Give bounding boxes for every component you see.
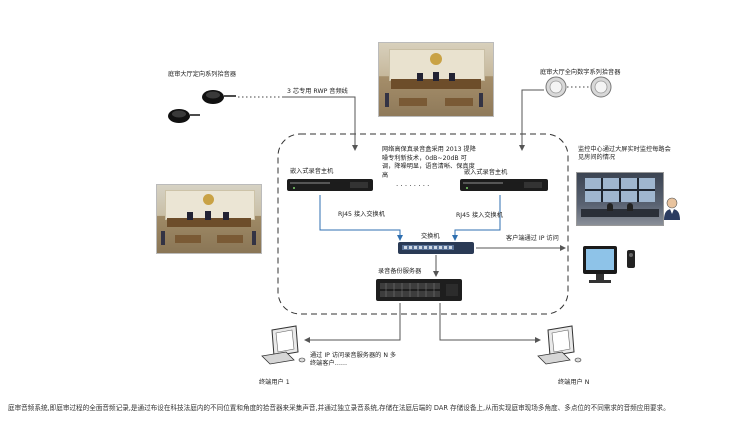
rack-recorder-icon [460, 179, 548, 191]
rj45-left-label: RJ45 接入交换机 [338, 211, 385, 218]
terminal-1-label: 终端用户 1 [259, 379, 290, 386]
switch-label: 交换机 [421, 233, 440, 240]
ellipsis-label: · · · · · · · · [396, 182, 430, 190]
directional-mics-label: 庭审大厅定向系列拾音器 [168, 71, 237, 78]
ceiling-mic-icon [168, 109, 200, 123]
desktop-computer-icon [537, 325, 582, 365]
client-access-label: 客户端通过 IP 访问 [506, 235, 559, 242]
backup-server-label: 录音备份服务器 [378, 268, 422, 275]
diagram-caption: 庭审音频系统,即庭审过程的全面音频记录,是通过布设在科技法庭内的不同位置和角度的… [8, 404, 670, 412]
rack-server-icon [376, 279, 462, 301]
courtroom-photo-top [378, 42, 494, 117]
round-mic-icon [590, 76, 612, 98]
network-switch-icon [398, 242, 474, 254]
monitor-center-photo [576, 172, 664, 226]
monitor-center-label: 监控中心通过大屏实时监控每路会见房间的情况 [578, 146, 671, 161]
ceiling-mic-icon [202, 90, 236, 104]
rj45-right-label: RJ45 接入交换机 [456, 212, 503, 219]
terminal-n-label: 终端用户 N [558, 379, 590, 386]
recorder-right-label: 嵌入式录音主机 [464, 169, 508, 176]
rack-recorder-icon [287, 179, 373, 191]
recorder-left-label: 嵌入式录音主机 [290, 168, 334, 175]
feature-note: 网络高保真录音盒采用 2013 提降噪专利新技术，0dB~20dB 可调，降噪明… [382, 146, 476, 179]
desktop-computer-icon [583, 246, 635, 283]
desktop-computer-icon [261, 325, 306, 365]
system-boundary [277, 133, 569, 315]
round-mic-icon [545, 76, 567, 98]
ip-access-note: 通过 IP 访问录音服务器的 N 多终端客户…… [310, 352, 397, 367]
digital-mics-label: 庭审大厅全向数字系列拾音器 [540, 69, 621, 76]
person-icon [664, 197, 680, 220]
rwp-cable-label: 3 芯专用 RWP 音频线 [287, 88, 348, 95]
courtroom-photo-left [156, 184, 262, 254]
